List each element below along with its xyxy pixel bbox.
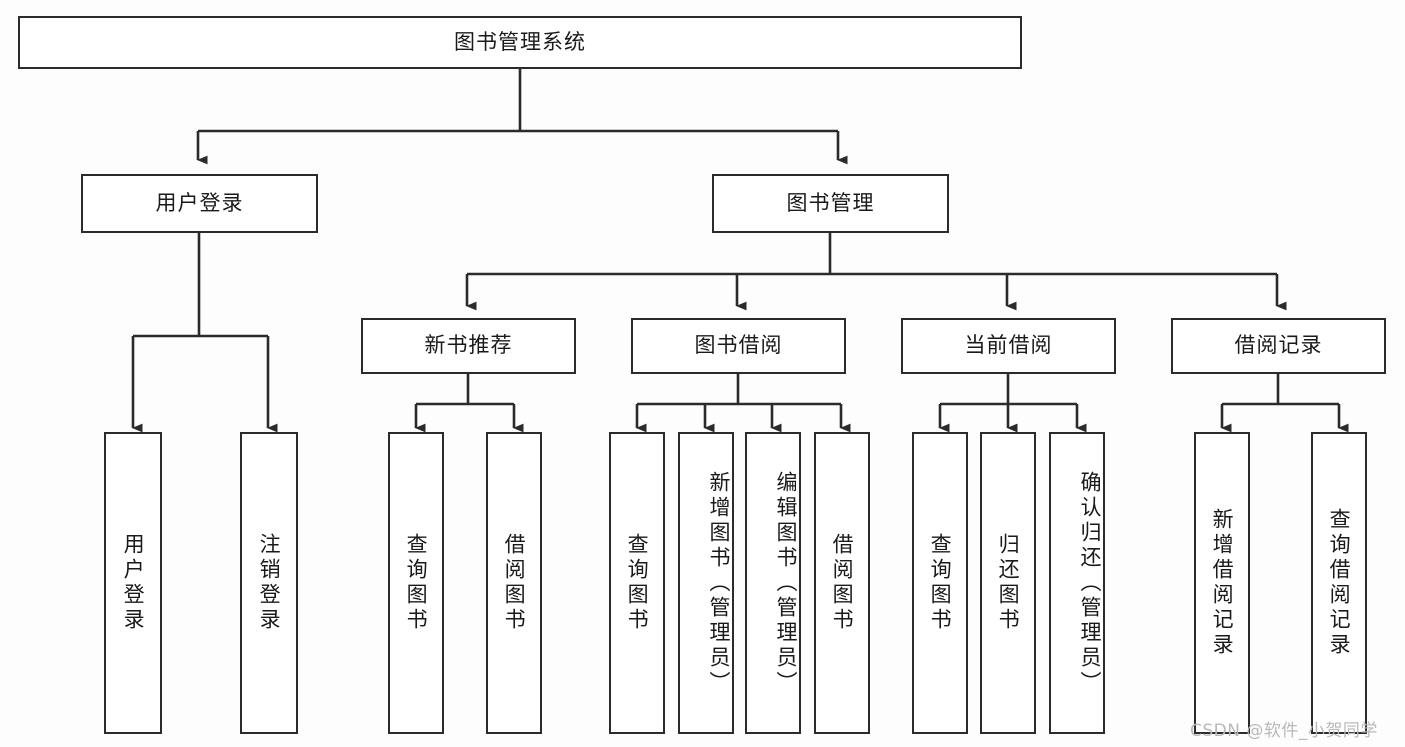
watermark-csdn: CSDN @软件_小贺同学 xyxy=(1190,721,1378,741)
node-book-borrow[interactable]: 图书借阅 xyxy=(631,318,846,374)
leaf-record-add-borrow-record[interactable]: 新增借阅记录 xyxy=(1194,432,1250,734)
leaf-label: 查询借阅记录 xyxy=(1327,508,1352,658)
leaf-user-login-signout[interactable]: 注销登录 xyxy=(240,432,298,734)
leaf-label: 查询图书 xyxy=(625,533,650,633)
leaf-borrow-borrow-book[interactable]: 借阅图书 xyxy=(814,432,870,734)
node-borrow-record[interactable]: 借阅记录 xyxy=(1171,318,1386,374)
leaf-current-return-book[interactable]: 归还图书 xyxy=(980,432,1036,734)
leaf-label: 确认归还（管理员） xyxy=(1078,470,1102,696)
leaf-label: 用户登录 xyxy=(121,533,146,633)
leaf-label: 新增借阅记录 xyxy=(1210,508,1235,658)
node-root-system[interactable]: 图书管理系统 xyxy=(18,16,1022,69)
leaf-label: 查询图书 xyxy=(928,533,953,633)
leaf-recommend-query-book[interactable]: 查询图书 xyxy=(388,432,444,734)
leaf-user-login-signin[interactable]: 用户登录 xyxy=(104,432,162,734)
leaf-label: 编辑图书（管理员） xyxy=(774,470,798,696)
leaf-label: 借阅图书 xyxy=(502,533,527,633)
node-current-borrow[interactable]: 当前借阅 xyxy=(901,318,1116,374)
leaf-label: 借阅图书 xyxy=(830,533,855,633)
node-new-book-recommend[interactable]: 新书推荐 xyxy=(361,318,576,374)
leaf-current-confirm-return-admin[interactable]: 确认归还（管理员） xyxy=(1049,432,1105,734)
leaf-label: 归还图书 xyxy=(996,533,1021,633)
leaf-current-query-book[interactable]: 查询图书 xyxy=(912,432,968,734)
leaf-borrow-add-book-admin[interactable]: 新增图书（管理员） xyxy=(678,432,734,734)
node-user-login[interactable]: 用户登录 xyxy=(81,174,318,233)
leaf-label: 新增图书（管理员） xyxy=(707,470,731,696)
leaf-label: 查询图书 xyxy=(404,533,429,633)
leaf-borrow-query-book[interactable]: 查询图书 xyxy=(609,432,665,734)
leaf-borrow-edit-book-admin[interactable]: 编辑图书（管理员） xyxy=(745,432,801,734)
leaf-label: 注销登录 xyxy=(257,533,282,633)
node-book-management[interactable]: 图书管理 xyxy=(712,174,949,233)
leaf-recommend-borrow-book[interactable]: 借阅图书 xyxy=(486,432,542,734)
leaf-record-query-borrow-record[interactable]: 查询借阅记录 xyxy=(1311,432,1367,734)
